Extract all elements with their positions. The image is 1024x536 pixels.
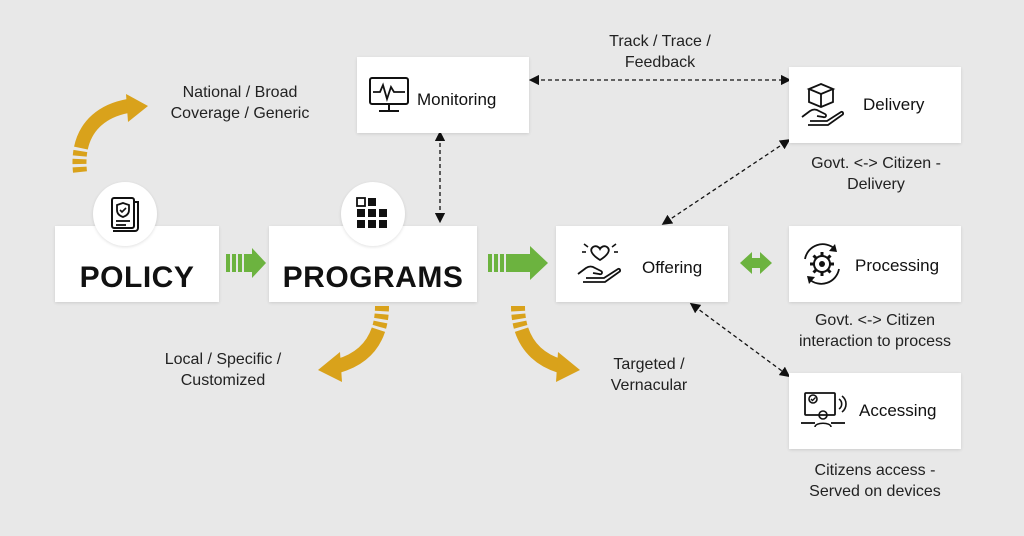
offering-delivery-connector	[661, 139, 791, 225]
programs-icon-circle	[341, 182, 405, 246]
accessing-box: Accessing	[789, 373, 961, 449]
local-specific-label: Local / Specific / Customized	[140, 349, 306, 391]
targeted-vernacular-label: Targeted / Vernacular	[590, 354, 708, 396]
monitor-pulse-icon	[369, 77, 409, 112]
local-line-1: Local / Specific /	[164, 351, 282, 368]
offering-processing-arrow	[740, 252, 772, 274]
grid-blocks-icon	[356, 197, 387, 228]
policy-icon-circle	[93, 182, 157, 246]
national-coverage-label: National / Broad Coverage / Generic	[150, 82, 330, 124]
certificate-shield-icon	[111, 197, 139, 232]
delivery-note-label: Govt. <-> Citizen - Delivery	[790, 153, 962, 195]
accessing-note-label: Citizens access - Served on devices	[780, 460, 970, 502]
national-curved-arrow	[72, 94, 148, 173]
hand-heart-icon	[577, 243, 621, 283]
processing-note-label: Govt. <-> Citizen interaction to process	[770, 310, 980, 352]
accessing-label: Accessing	[859, 401, 937, 420]
accessing-note-line-2: Served on devices	[809, 483, 941, 500]
monitoring-box: Monitoring	[357, 57, 529, 133]
processing-note-line-1: Govt. <-> Citizen	[814, 312, 936, 329]
policy-title: POLICY	[79, 261, 195, 294]
national-line-2: Coverage / Generic	[170, 105, 310, 122]
targeted-curved-arrow	[511, 305, 580, 382]
hand-box-icon	[801, 83, 844, 126]
track-line-1: Track / Trace /	[609, 33, 711, 50]
gear-cycle-icon	[804, 243, 840, 285]
delivery-note-line-1: Govt. <-> Citizen -	[811, 155, 941, 172]
delivery-box: Delivery	[789, 67, 961, 143]
laptop-user-icon	[801, 392, 847, 428]
delivery-label: Delivery	[863, 95, 925, 114]
accessing-note-line-1: Citizens access -	[814, 462, 936, 479]
processing-label: Processing	[855, 256, 940, 275]
national-line-1: National / Broad	[182, 84, 298, 101]
local-curved-arrow	[318, 305, 389, 382]
track-line-2: Feedback	[624, 54, 696, 71]
programs-title: PROGRAMS	[282, 261, 464, 294]
programs-offering-arrow	[488, 246, 548, 280]
local-line-2: Customized	[180, 372, 266, 389]
processing-note-line-2: interaction to process	[798, 333, 952, 350]
targeted-line-2: Vernacular	[610, 377, 688, 394]
offering-box: Offering	[556, 226, 728, 302]
policy-box: POLICY	[55, 226, 219, 302]
delivery-note-line-2: Delivery	[847, 176, 905, 193]
monitoring-label: Monitoring	[417, 90, 497, 109]
offering-label: Offering	[642, 258, 703, 277]
processing-box: Processing	[789, 226, 961, 302]
targeted-line-1: Targeted /	[613, 356, 685, 373]
track-trace-label: Track / Trace / Feedback	[585, 31, 735, 73]
policy-programs-arrow	[226, 248, 266, 278]
